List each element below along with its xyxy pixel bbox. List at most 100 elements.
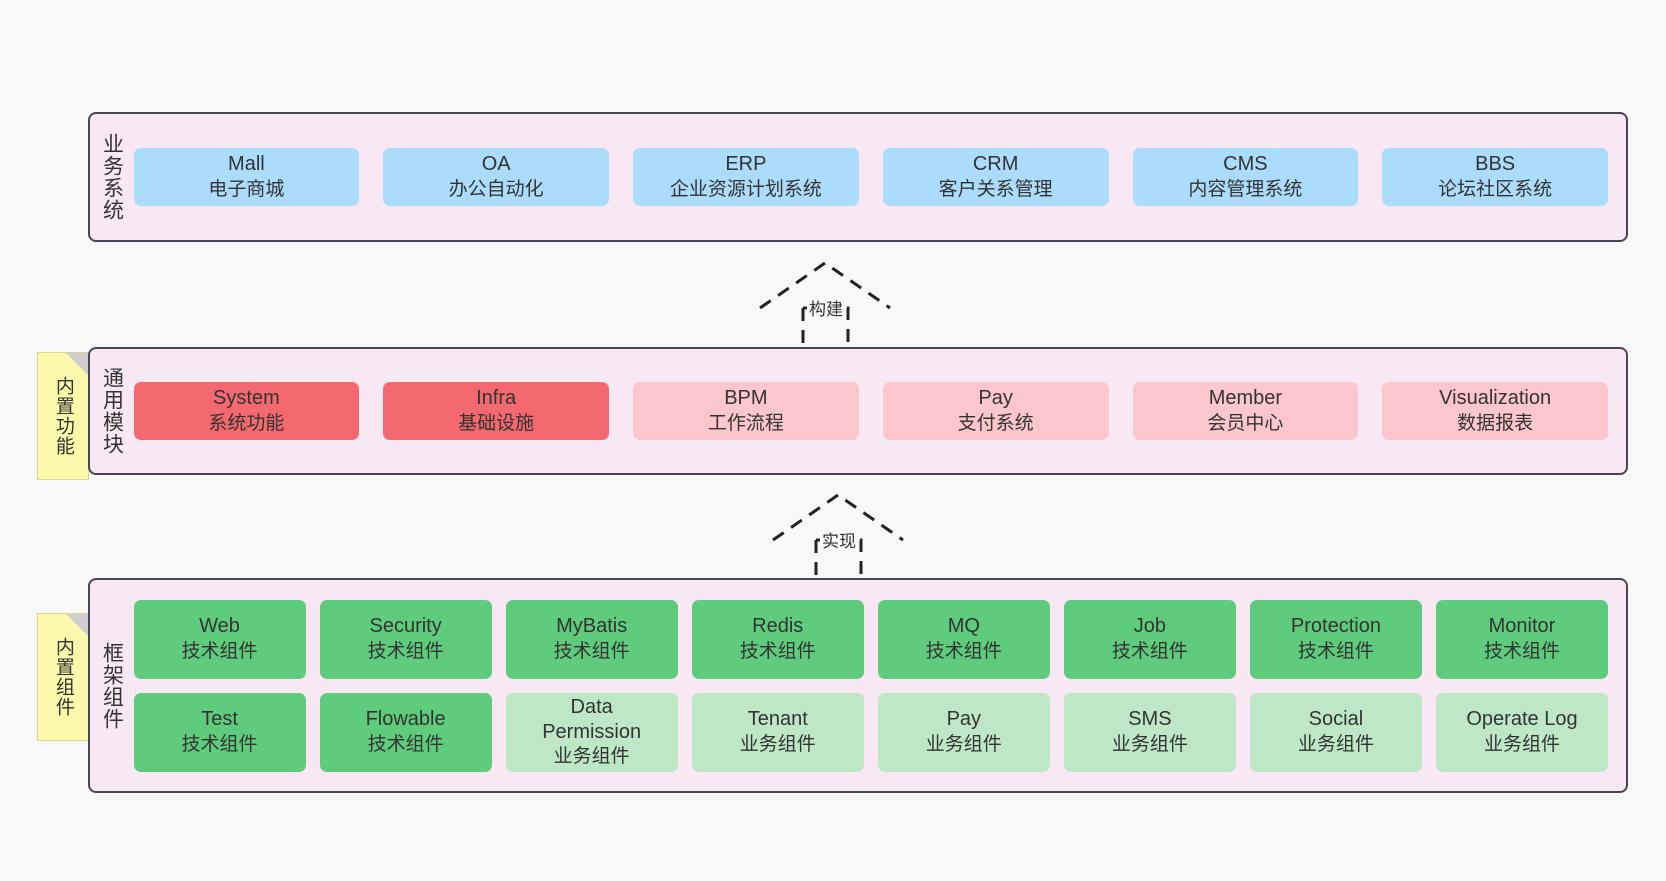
card-title: Tenant <box>747 708 808 731</box>
card-subtitle: 业务组件 <box>925 733 1002 755</box>
card-title: OA <box>481 153 511 176</box>
card-subtitle: 企业资源计划系统 <box>669 178 822 200</box>
card-visualization[interactable]: Visualization 数据报表 <box>1382 382 1609 440</box>
card-subtitle: 系统功能 <box>208 412 285 434</box>
card-title: BBS <box>1475 153 1516 176</box>
card-title: Test <box>201 708 238 731</box>
card-pay-module[interactable]: Pay 支付系统 <box>882 382 1109 440</box>
note-fold-icon <box>66 353 88 375</box>
generalization-arrowhead-icon <box>759 261 891 310</box>
card-flowable[interactable]: Flowable 技术组件 <box>319 692 492 772</box>
layer-framework-components: 框架组件 Web 技术组件 Security 技术组件 MyBatis 技术组件… <box>88 578 1628 793</box>
card-title: Data Permission <box>542 695 642 744</box>
note-fold-icon <box>66 614 88 636</box>
connector-line <box>803 306 850 344</box>
card-subtitle: 技术组件 <box>367 733 444 755</box>
note-builtin-features: 内置功能 <box>37 352 89 480</box>
card-subtitle: 技术组件 <box>925 640 1002 662</box>
card-title: CMS <box>1223 153 1268 176</box>
card-subtitle: 数据报表 <box>1457 412 1534 434</box>
card-subtitle: 客户关系管理 <box>938 178 1053 200</box>
card-subtitle: 技术组件 <box>181 733 258 755</box>
card-subtitle: 业务组件 <box>553 746 630 768</box>
card-title: ERP <box>725 153 767 176</box>
card-title: Member <box>1208 387 1283 410</box>
card-title: Infra <box>476 387 517 410</box>
connector-line <box>816 538 863 576</box>
card-cms[interactable]: CMS 内容管理系统 <box>1132 148 1359 206</box>
card-subtitle: 业务组件 <box>1297 733 1374 755</box>
card-mq[interactable]: MQ 技术组件 <box>877 599 1050 679</box>
card-bpm[interactable]: BPM 工作流程 <box>633 382 859 440</box>
card-erp[interactable]: ERP 企业资源计划系统 <box>633 148 859 206</box>
card-title: Pay <box>946 708 982 731</box>
card-row-tech: Web 技术组件 Security 技术组件 MyBatis 技术组件 Redi… <box>133 599 1609 679</box>
card-row: Mall 电子商城 OA 办公自动化 ERP 企业资源计划系统 CRM 客户关系… <box>133 148 1609 206</box>
card-monitor[interactable]: Monitor 技术组件 <box>1435 599 1609 679</box>
card-test[interactable]: Test 技术组件 <box>133 692 306 772</box>
card-security[interactable]: Security 技术组件 <box>319 599 492 679</box>
card-sms[interactable]: SMS 业务组件 <box>1063 692 1236 772</box>
card-subtitle: 工作流程 <box>707 412 784 434</box>
card-subtitle: 技术组件 <box>367 640 444 662</box>
connector-build: 构建 <box>755 258 905 344</box>
card-subtitle: 会员中心 <box>1207 412 1284 434</box>
card-member[interactable]: Member 会员中心 <box>1132 382 1359 440</box>
connector-label-implement: 实现 <box>820 527 858 552</box>
card-subtitle: 业务组件 <box>1111 733 1188 755</box>
card-subtitle: 业务组件 <box>739 733 816 755</box>
layer-body-common-modules: System 系统功能 Infra 基础设施 BPM 工作流程 Pay 支付系统… <box>130 349 1626 473</box>
card-subtitle: 内容管理系统 <box>1188 178 1303 200</box>
layer-common-modules: 通用模块 System 系统功能 Infra 基础设施 BPM 工作流程 Pay… <box>88 347 1628 475</box>
note-label: 内置功能 <box>52 376 74 456</box>
card-title: Job <box>1133 615 1166 638</box>
card-title: Visualization <box>1439 387 1552 410</box>
card-title: Pay <box>978 387 1013 410</box>
card-infra[interactable]: Infra 基础设施 <box>383 382 610 440</box>
card-subtitle: 业务组件 <box>1483 733 1560 755</box>
card-title: Social <box>1308 708 1364 731</box>
card-title: SMS <box>1128 708 1172 731</box>
note-builtin-components: 内置组件 <box>37 613 89 741</box>
card-title: Redis <box>752 615 804 638</box>
card-subtitle: 办公自动化 <box>448 178 544 200</box>
card-social[interactable]: Social 业务组件 <box>1249 692 1422 772</box>
card-title: Monitor <box>1488 615 1556 638</box>
note-label: 内置组件 <box>52 637 74 717</box>
card-title: Operate Log <box>1466 708 1578 731</box>
card-title: MQ <box>947 615 980 638</box>
card-title: MyBatis <box>556 615 628 638</box>
card-operate-log[interactable]: Operate Log 业务组件 <box>1435 692 1609 772</box>
card-title: CRM <box>972 153 1019 176</box>
card-title: Web <box>199 615 240 638</box>
card-title: System <box>213 387 280 410</box>
card-bbs[interactable]: BBS 论坛社区系统 <box>1382 148 1609 206</box>
card-protection[interactable]: Protection 技术组件 <box>1249 599 1422 679</box>
card-title: Security <box>369 615 442 638</box>
card-title: Flowable <box>365 708 446 731</box>
card-job[interactable]: Job 技术组件 <box>1063 599 1236 679</box>
card-web[interactable]: Web 技术组件 <box>133 599 306 679</box>
card-subtitle: 电子商城 <box>208 178 285 200</box>
layer-body-framework-components: Web 技术组件 Security 技术组件 MyBatis 技术组件 Redi… <box>130 580 1626 791</box>
card-pay-component[interactable]: Pay 业务组件 <box>877 692 1050 772</box>
card-subtitle: 技术组件 <box>1297 640 1374 662</box>
card-mybatis[interactable]: MyBatis 技术组件 <box>505 599 678 679</box>
card-row-business: Test 技术组件 Flowable 技术组件 Data Permission … <box>133 692 1609 772</box>
card-subtitle: 技术组件 <box>1111 640 1188 662</box>
card-subtitle: 基础设施 <box>458 412 535 434</box>
card-title: Mall <box>228 153 265 176</box>
card-data-permission[interactable]: Data Permission 业务组件 <box>505 692 678 772</box>
card-tenant[interactable]: Tenant 业务组件 <box>691 692 864 772</box>
card-crm[interactable]: CRM 客户关系管理 <box>882 148 1109 206</box>
card-system[interactable]: System 系统功能 <box>133 382 360 440</box>
layer-title-business-systems: 业务系统 <box>100 133 124 221</box>
card-subtitle: 论坛社区系统 <box>1438 178 1553 200</box>
card-subtitle: 技术组件 <box>181 640 258 662</box>
card-subtitle: 技术组件 <box>739 640 816 662</box>
card-oa[interactable]: OA 办公自动化 <box>383 148 610 206</box>
card-redis[interactable]: Redis 技术组件 <box>691 599 864 679</box>
card-mall[interactable]: Mall 电子商城 <box>133 148 360 206</box>
card-subtitle: 技术组件 <box>553 640 630 662</box>
connector-label-build: 构建 <box>807 295 845 320</box>
